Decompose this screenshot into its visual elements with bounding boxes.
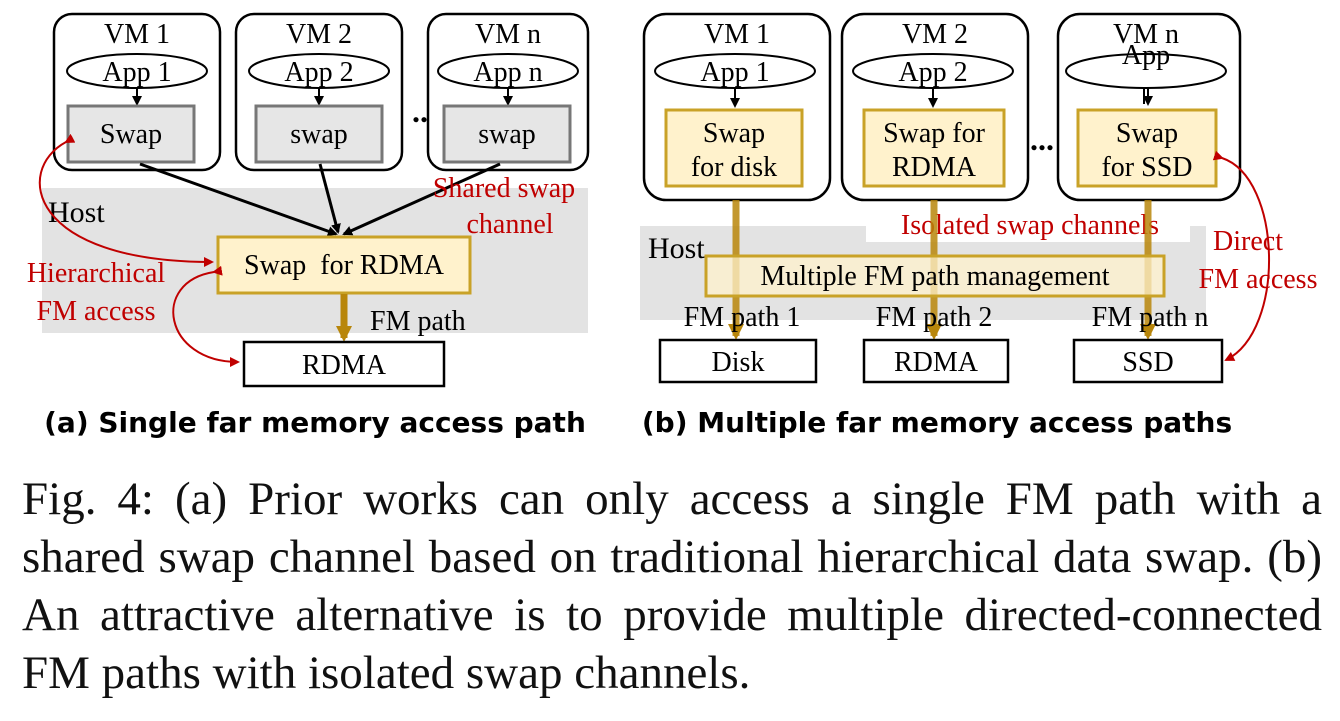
swap-rdma-label: Swap for RDMA — [244, 250, 445, 281]
app-label: App 1 — [700, 57, 769, 88]
vm-label: VM 2 — [286, 19, 352, 50]
app-label: App 2 — [284, 57, 353, 88]
isolated-label-bg — [866, 206, 1190, 242]
vm-label: VM n — [475, 19, 541, 50]
swap-box — [664, 108, 804, 188]
vm-label: VM 1 — [704, 19, 770, 50]
rdma-device — [242, 340, 446, 388]
swap-label: swap — [478, 119, 536, 150]
swap-label: RDMA — [892, 152, 977, 183]
figure-caption: Fig. 4: (a) Prior works can only access … — [22, 473, 1322, 699]
path-management-box — [704, 254, 1166, 298]
vm-label: VM 2 — [902, 19, 968, 50]
shared-swap-label: channel — [466, 209, 553, 240]
swap-rdma-box — [216, 235, 472, 295]
vm-box: VM 1 App 1 Swap for disk — [642, 12, 832, 202]
shared-swap-label: Shared swap — [433, 173, 575, 204]
app-label: App — [1122, 40, 1170, 71]
device-box — [1072, 338, 1224, 384]
panel-a-caption: (a) Single far memory access path — [44, 406, 586, 439]
swap-box — [442, 104, 572, 164]
swap-label: Swap for — [883, 118, 986, 149]
swap-arrow — [318, 163, 341, 234]
swap-arrow — [342, 162, 501, 236]
isolated-swap-label: Isolated swap channels — [901, 210, 1159, 241]
app-label: App n — [473, 57, 542, 88]
app-label: App 2 — [898, 57, 967, 88]
ellipsis: ... — [1030, 121, 1054, 157]
swap-label: for disk — [691, 152, 777, 183]
device-box — [862, 338, 1010, 384]
direct-access-label: Direct — [1213, 226, 1283, 257]
hierarchical-label: Hierarchical — [27, 258, 166, 289]
host-label: Host — [648, 232, 705, 265]
device-label: Disk — [712, 347, 765, 378]
fm-path-label: FM path 2 — [876, 302, 993, 333]
swap-label: Swap — [703, 118, 765, 149]
host-label: Host — [48, 196, 105, 229]
vm-box: VM n App Swap for SSD — [1056, 12, 1242, 202]
fm-path-label: FM path 1 — [684, 302, 801, 333]
swap-label: Swap — [100, 119, 162, 150]
swap-box — [1076, 108, 1218, 188]
vm-box: VM 1 App 1 Swap — [52, 12, 222, 172]
rdma-device-label: RDMA — [302, 350, 387, 381]
swap-label: Swap — [1116, 118, 1178, 149]
device-label: SSD — [1122, 347, 1173, 378]
hierarchical-arrow — [172, 265, 240, 367]
vm-label: VM 1 — [104, 19, 170, 50]
panel-b-caption: (b) Multiple far memory access paths — [642, 406, 1232, 439]
app-label: App 1 — [102, 57, 171, 88]
swap-label: for SSD — [1101, 152, 1192, 183]
far-memory-diagram: Host VM 1 App 1 Swap VM 2 App 2 swap ...… — [27, 12, 1318, 439]
vm-box: VM n App n swap — [426, 12, 590, 172]
path-management-label: Multiple FM path management — [760, 261, 1109, 292]
panel-b: Isolated swap channels Host VM 1 App 1 S… — [640, 12, 1318, 439]
app-ellipse — [1065, 53, 1227, 89]
device-box — [658, 338, 818, 384]
panel-a: Host VM 1 App 1 Swap VM 2 App 2 swap ...… — [27, 12, 590, 439]
swap-box — [862, 108, 1006, 188]
fm-path-label: FM path n — [1092, 302, 1209, 333]
device-label: RDMA — [894, 347, 979, 378]
hierarchical-label: FM access — [37, 296, 156, 327]
vm-label: VM n — [1113, 19, 1179, 50]
swap-box — [254, 104, 384, 164]
vm-box: VM 2 App 2 Swap for RDMA — [840, 12, 1030, 202]
swap-label: swap — [290, 119, 348, 150]
hierarchical-arrow — [38, 133, 214, 267]
direct-access-label: FM access — [1199, 264, 1318, 295]
direct-access-arrow — [1212, 150, 1271, 361]
fm-path-label: FM path — [370, 306, 466, 337]
vm-box: VM 2 App 2 swap — [234, 12, 404, 172]
